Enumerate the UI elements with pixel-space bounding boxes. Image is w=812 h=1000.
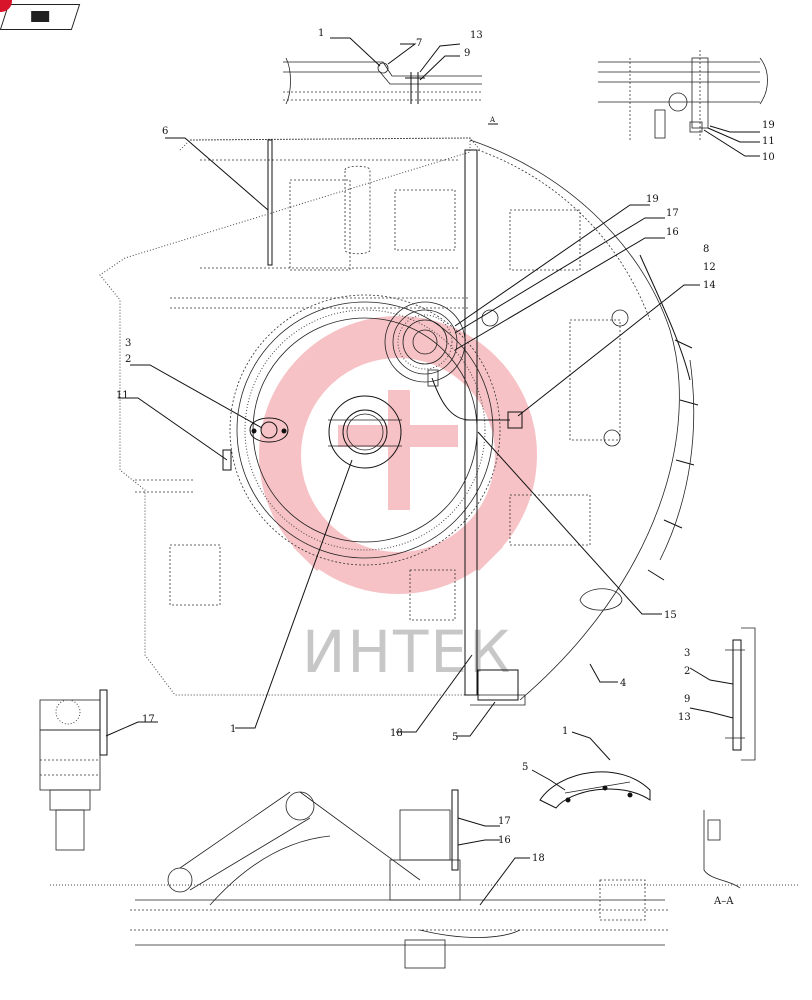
callout-17: 17 — [666, 208, 679, 219]
callout-17-left: 17 — [142, 714, 155, 725]
part-6-plate — [267, 139, 273, 266]
part-11-bolt — [222, 449, 232, 471]
callout-18: 18 — [390, 728, 403, 739]
detail-top-section — [283, 57, 482, 105]
callout-labels: 1 7 13 9 19 11 10 6 19 17 16 8 12 14 3 2… — [116, 28, 775, 907]
callout-12: 12 — [703, 262, 716, 273]
callout-3-right: 3 — [684, 648, 690, 659]
callout-6: 6 — [162, 126, 168, 137]
callout-10: 10 — [762, 152, 775, 163]
callout-2: 2 — [125, 354, 131, 365]
callout-5-part: 5 — [522, 762, 528, 773]
callout-2-right: 2 — [684, 666, 690, 677]
callout-9-right: 9 — [684, 694, 690, 705]
callout-11-top-right: 11 — [762, 136, 775, 147]
callout-13-right: 13 — [678, 712, 691, 723]
cover-plate — [249, 417, 289, 443]
motor-side-view — [39, 689, 108, 851]
callout-7: 7 — [416, 38, 422, 49]
half-ring-part — [539, 771, 651, 809]
section-a-a-right — [725, 627, 756, 761]
callout-16-bottom: 16 — [498, 835, 511, 846]
callout-14: 14 — [703, 280, 716, 291]
bottom-side-view — [50, 789, 800, 969]
lube-line — [427, 369, 523, 429]
callout-19: 19 — [646, 194, 659, 205]
callout-3: 3 — [125, 338, 131, 349]
section-detail-small — [703, 810, 741, 889]
detail-top-right — [598, 50, 768, 140]
callout-18-bottom: 18 — [532, 853, 545, 864]
leader-lines — [105, 37, 760, 906]
central-joint — [328, 395, 402, 469]
callout-15: 15 — [664, 610, 677, 621]
callout-5: 5 — [452, 732, 458, 743]
callout-1: 1 — [230, 724, 236, 735]
callout-16: 16 — [666, 227, 679, 238]
main-housing — [99, 137, 481, 696]
bracket-5 — [470, 669, 526, 706]
watermark-gear — [259, 316, 537, 594]
callout-11: 11 — [116, 390, 129, 401]
callout-13-top: 13 — [470, 30, 483, 41]
section-label-a-a: A–A — [713, 896, 734, 907]
callout-8: 8 — [703, 244, 709, 255]
swing-motor — [384, 301, 466, 383]
callout-9-top: 9 — [464, 48, 470, 59]
callout-4: 4 — [620, 678, 626, 689]
section-marker-a: A — [489, 116, 496, 124]
frame-post — [464, 149, 478, 696]
callout-1-top: 1 — [318, 28, 324, 39]
callout-1-part: 1 — [562, 726, 568, 737]
callout-19-top-right: 19 — [762, 120, 775, 131]
callout-17-bottom: 17 — [498, 816, 511, 827]
right-cover — [469, 139, 699, 701]
watermark-text: ИНТЕК — [302, 618, 512, 686]
